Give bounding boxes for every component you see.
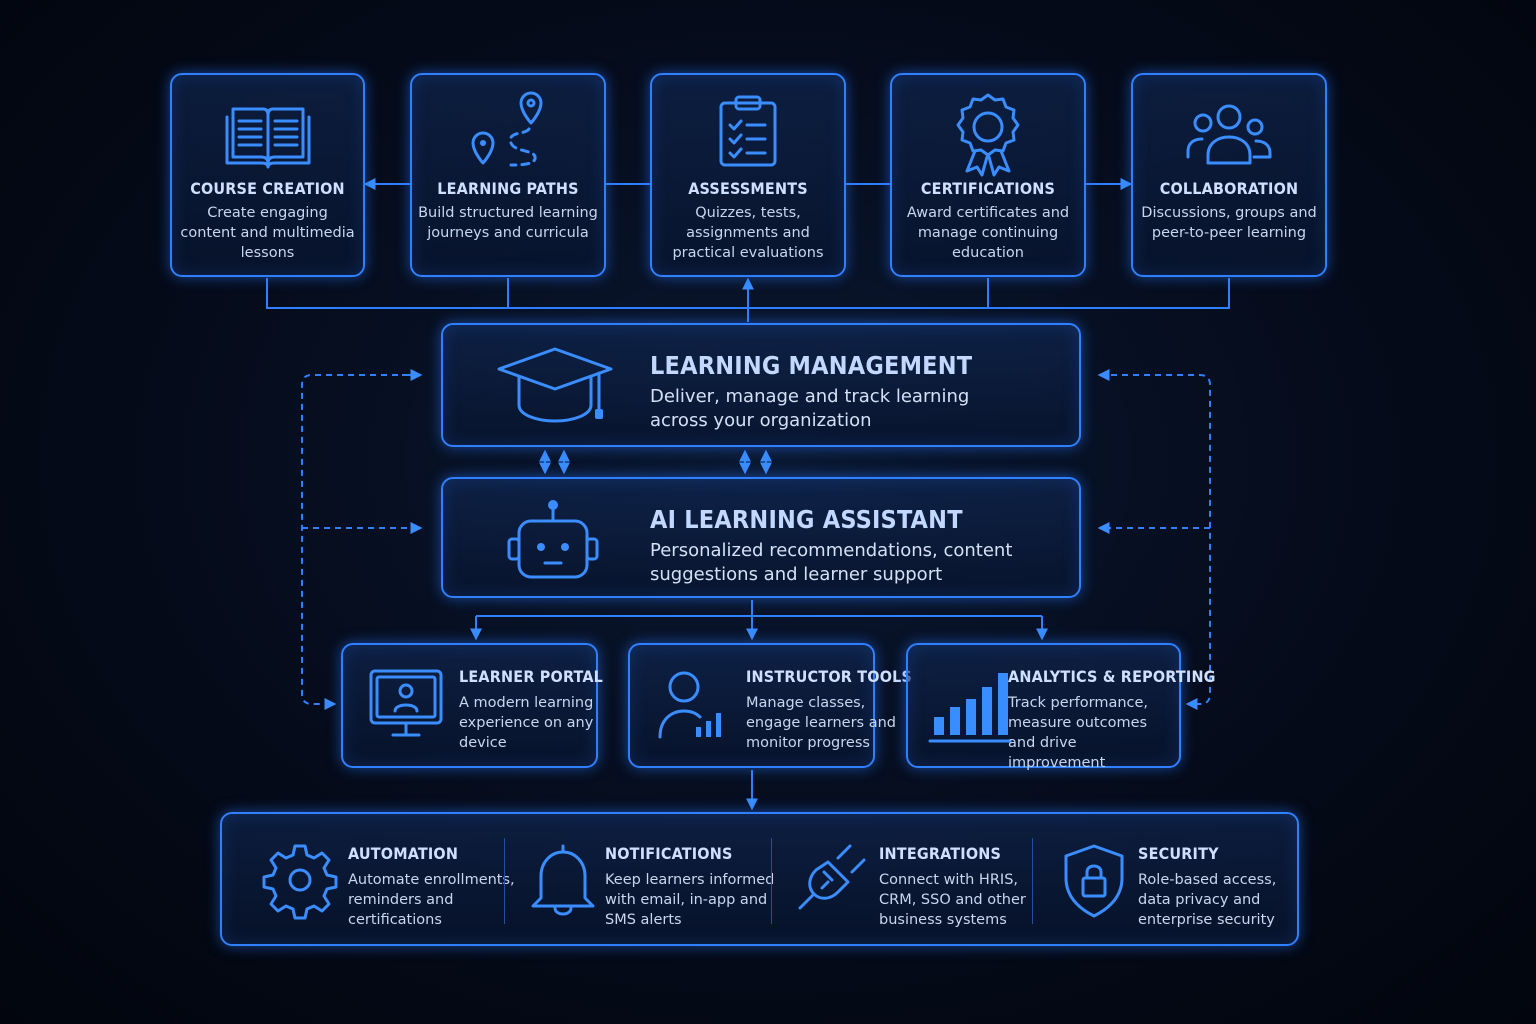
service-automation[interactable]: AUTOMATION Automate enrollments, reminde… bbox=[262, 814, 515, 944]
module-desc: Track performance, measure outcomes and … bbox=[1008, 695, 1149, 771]
module-title: ANALYTICS & REPORTING bbox=[1008, 667, 1216, 686]
module-assessments[interactable]: ASSESSMENTS Quizzes, tests, assignments … bbox=[650, 73, 846, 277]
module-course-creation[interactable]: COURSE CREATION Create engaging content … bbox=[170, 73, 365, 277]
panel-desc: Personalized recommendations, content su… bbox=[650, 540, 1013, 585]
service-desc: Connect with HRIS, CRM, SSO and other bu… bbox=[879, 872, 1026, 928]
divider bbox=[504, 838, 505, 924]
service-desc: Keep learners informed with email, in-ap… bbox=[605, 872, 775, 928]
module-desc: Manage classes, engage learners and moni… bbox=[746, 695, 896, 751]
module-title: LEARNER PORTAL bbox=[459, 667, 604, 686]
learning-management-panel[interactable]: LEARNING MANAGEMENT Deliver, manage and … bbox=[441, 323, 1081, 447]
panel-title: AI LEARNING ASSISTANT bbox=[650, 505, 963, 534]
service-desc: Automate enrollments, reminders and cert… bbox=[348, 872, 515, 928]
module-title: LEARNING PATHS bbox=[437, 179, 579, 198]
service-title: INTEGRATIONS bbox=[879, 844, 1002, 863]
instructor-chart-icon bbox=[658, 671, 721, 739]
platform-services-bar: AUTOMATION Automate enrollments, reminde… bbox=[220, 812, 1299, 946]
panel-title: LEARNING MANAGEMENT bbox=[650, 351, 973, 380]
module-instructor-tools[interactable]: INSTRUCTOR TOOLS Manage classes, engage … bbox=[628, 643, 912, 768]
module-collaboration[interactable]: COLLABORATION Discussions, groups and pe… bbox=[1131, 73, 1327, 277]
plug-icon bbox=[798, 844, 866, 910]
bell-icon bbox=[531, 844, 595, 916]
module-learner-portal[interactable]: LEARNER PORTAL A modern learning experie… bbox=[341, 643, 603, 768]
module-desc: Create engaging content and multimedia l… bbox=[180, 205, 355, 261]
module-title: INSTRUCTOR TOOLS bbox=[746, 667, 913, 686]
gear-icon bbox=[262, 844, 338, 920]
module-title: ASSESSMENTS bbox=[688, 179, 808, 198]
module-analytics-reporting[interactable]: ANALYTICS & REPORTING Track performance,… bbox=[906, 643, 1216, 771]
module-title: COLLABORATION bbox=[1159, 179, 1299, 198]
module-desc: A modern learning experience on any devi… bbox=[459, 695, 594, 751]
module-title: CERTIFICATIONS bbox=[920, 179, 1056, 198]
divider bbox=[1032, 838, 1033, 924]
service-title: SECURITY bbox=[1138, 844, 1219, 863]
service-integrations[interactable]: INTEGRATIONS Connect with HRIS, CRM, SSO… bbox=[794, 814, 1034, 944]
service-desc: Role-based access, data privacy and ente… bbox=[1138, 872, 1277, 928]
service-title: AUTOMATION bbox=[348, 844, 459, 863]
award-badge-icon bbox=[956, 93, 1020, 177]
shield-lock-icon bbox=[1064, 844, 1124, 918]
module-desc: Build structured learning journeys and c… bbox=[418, 205, 598, 241]
graduation-cap-icon bbox=[497, 347, 613, 423]
service-security[interactable]: SECURITY Role-based access, data privacy… bbox=[1056, 814, 1286, 944]
module-desc: Quizzes, tests, assignments and practica… bbox=[672, 205, 824, 261]
ai-learning-assistant-panel[interactable]: AI LEARNING ASSISTANT Personalized recom… bbox=[441, 477, 1081, 598]
bar-chart-icon bbox=[928, 673, 1012, 743]
route-pins-icon bbox=[471, 91, 543, 167]
clipboard-checklist-icon bbox=[719, 95, 777, 167]
module-certifications[interactable]: CERTIFICATIONS Award certificates and ma… bbox=[890, 73, 1086, 277]
monitor-user-icon bbox=[369, 669, 443, 737]
module-title: COURSE CREATION bbox=[190, 179, 345, 198]
module-desc: Discussions, groups and peer-to-peer lea… bbox=[1141, 205, 1317, 241]
module-learning-paths[interactable]: LEARNING PATHS Build structured learning… bbox=[410, 73, 606, 277]
service-notifications[interactable]: NOTIFICATIONS Keep learners informed wit… bbox=[525, 814, 774, 944]
robot-icon bbox=[507, 500, 599, 579]
divider bbox=[771, 838, 772, 924]
panel-desc: Deliver, manage and track learning acros… bbox=[650, 386, 970, 431]
service-title: NOTIFICATIONS bbox=[605, 844, 733, 863]
open-book-icon bbox=[225, 107, 310, 169]
module-desc: Award certificates and manage continuing… bbox=[906, 205, 1070, 261]
users-group-icon bbox=[1186, 104, 1272, 165]
